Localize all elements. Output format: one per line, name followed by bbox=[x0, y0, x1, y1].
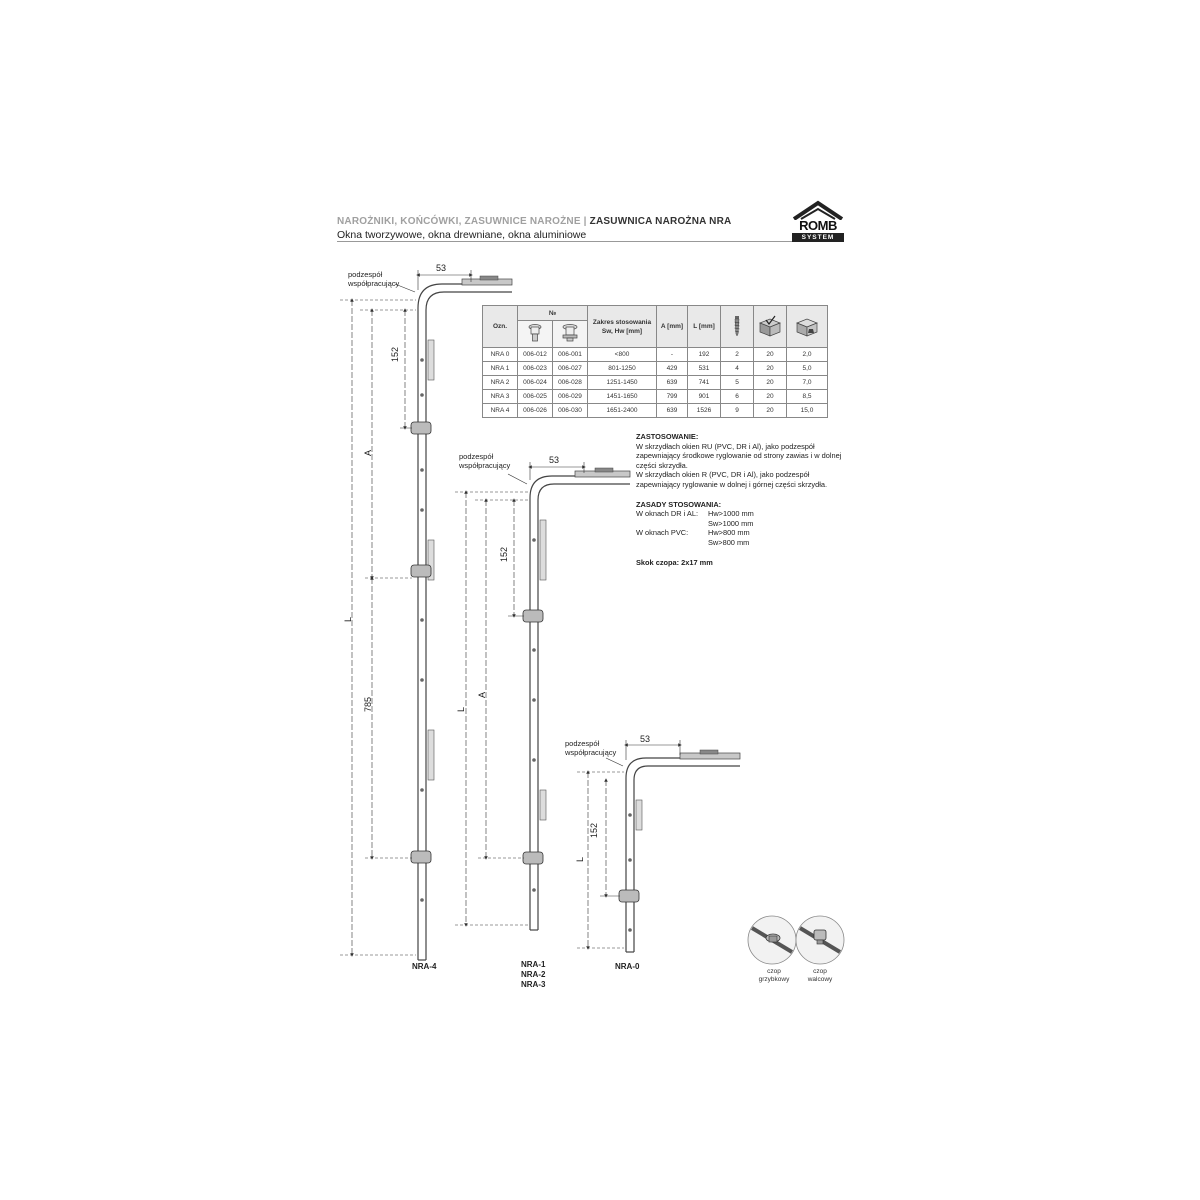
pin-pitch: Skok czopa: 2x17 mm bbox=[636, 557, 713, 567]
screw-icon bbox=[734, 315, 740, 337]
nra4-cooperating-1: podzespół bbox=[348, 270, 383, 279]
rule-pvc: W oknach PVC: Hw>800 mm Sw>800 mm bbox=[636, 528, 846, 547]
logo-word: ROMB bbox=[799, 218, 837, 233]
drawing-nra123 bbox=[455, 462, 631, 931]
col-range: Zakres stosowania Sw, Hw [mm] bbox=[587, 305, 657, 348]
rule-pvc-label: W oknach PVC: bbox=[636, 528, 689, 538]
model-nra0: NRA-0 bbox=[615, 962, 640, 971]
application-p1: W skrzydłach okien RU (PVC, DR i Al), ja… bbox=[636, 441, 842, 470]
cell-pack: 20 bbox=[753, 403, 787, 418]
roller-pin-caption-2: walcowy bbox=[807, 976, 833, 983]
nra0-dim-53: 53 bbox=[640, 734, 651, 744]
mushroom-pin-caption-2: grzybkowy bbox=[758, 976, 790, 983]
cell-weight: 15,0 bbox=[786, 403, 828, 418]
nra4-dim-a: A bbox=[363, 449, 373, 456]
nra0-cooperating-label: podzespół współpracujący bbox=[565, 739, 616, 757]
rule-pvc-hw: Hw>800 mm bbox=[708, 528, 750, 538]
drawing-nra0 bbox=[577, 740, 741, 953]
pin-types bbox=[747, 915, 845, 965]
roller-pin-caption-1: czop bbox=[813, 968, 827, 975]
nra123-dim-a: A bbox=[477, 691, 487, 698]
table-header-row: Ozn. № Zakres stosowania Sw, Hw [mm] A [… bbox=[482, 305, 828, 348]
weight-col bbox=[786, 305, 828, 348]
roller-pin-caption: czop walcowy bbox=[798, 968, 842, 984]
rule-dr-al-sw: Sw>1000 mm bbox=[708, 518, 754, 528]
nra4-cooperating-2: współpracujący bbox=[348, 279, 400, 288]
nra123-cooperating-label: podzespół współpracujący bbox=[459, 452, 510, 470]
nra0-dim-l: L bbox=[575, 856, 585, 862]
table-subheader-row bbox=[483, 320, 828, 348]
model-nra3: NRA-3 bbox=[521, 980, 546, 989]
rule-dr-al-hw: Hw>1000 mm bbox=[708, 509, 754, 519]
rule-dr-al-label: W oknach DR i AL: bbox=[636, 509, 699, 519]
model-nra4: NRA-4 bbox=[412, 962, 437, 971]
weight-box-icon bbox=[796, 318, 818, 337]
rule-dr-al: W oknach DR i AL: Hw>1000 mm Sw>1000 mm bbox=[636, 509, 846, 528]
header-divider bbox=[337, 241, 840, 242]
romb-system-logo: ROMB SYSTEM bbox=[790, 200, 846, 246]
model-nra2: NRA-2 bbox=[521, 970, 546, 979]
category-label: NAROŻNIKI, KOŃCÓWKI, ZASUWNICE NAROŻNE | bbox=[337, 216, 587, 227]
mushroom-pin-caption-1: czop bbox=[767, 968, 781, 975]
nra123-dim-152: 152 bbox=[499, 546, 509, 562]
nra123-cooperating-2: współpracujący bbox=[459, 461, 511, 470]
nra0-dim-152: 152 bbox=[589, 822, 599, 838]
nra123-dim-l: L bbox=[456, 706, 466, 712]
col-ozn: Ozn. bbox=[482, 305, 518, 348]
nra123-cooperating-1: podzespół bbox=[459, 452, 494, 461]
subtitle: Okna tworzywowe, okna drewniane, okna al… bbox=[337, 229, 587, 241]
col-nr: № bbox=[517, 305, 588, 321]
model-nra1: NRA-1 bbox=[521, 960, 546, 969]
nra123-dim-53: 53 bbox=[549, 455, 560, 465]
category-title: NAROŻNIKI, KOŃCÓWKI, ZASUWNICE NAROŻNE |… bbox=[337, 216, 731, 227]
col-a: A [mm] bbox=[656, 305, 688, 348]
rule-pvc-values: Hw>800 mm Sw>800 mm bbox=[708, 528, 750, 547]
roof-icon bbox=[792, 200, 844, 221]
model-nra123: NRA-1 NRA-2 NRA-3 bbox=[521, 960, 545, 990]
rules-title: ZASADY STOSOWANIA: bbox=[636, 499, 722, 509]
nra0-cooperating-2: współpracujący bbox=[565, 748, 617, 757]
mushroom-pin-col bbox=[517, 320, 553, 348]
rule-dr-al-values: Hw>1000 mm Sw>1000 mm bbox=[708, 509, 754, 528]
cell-ozn: NRA 4 bbox=[482, 403, 518, 418]
nra4-dim-53: 53 bbox=[436, 263, 447, 273]
rule-pvc-sw: Sw>800 mm bbox=[708, 537, 750, 547]
application-title: ZASTOSOWANIE: bbox=[636, 432, 699, 441]
application-text: ZASTOSOWANIE: W skrzydłach okien RU (PVC… bbox=[636, 432, 846, 567]
mushroom-pin-icon bbox=[528, 324, 542, 342]
logo-system: SYSTEM bbox=[792, 233, 844, 242]
box-count-col bbox=[753, 305, 787, 348]
product-title: ZASUWNICA NAROŻNA NRA bbox=[589, 216, 732, 227]
spec-table: Ozn. № Zakres stosowania Sw, Hw [mm] A [… bbox=[482, 305, 828, 418]
nra4-dim-785: 785 bbox=[363, 696, 373, 712]
drawing-nra4 bbox=[340, 270, 513, 961]
nra4-dim-l: L bbox=[343, 616, 353, 622]
nra4-cooperating-label: podzespół współpracujący bbox=[348, 270, 399, 288]
box-count-icon bbox=[759, 315, 781, 337]
nra0-cooperating-1: podzespół bbox=[565, 739, 600, 748]
roller-pin-icon bbox=[562, 324, 578, 342]
cell-range: 1651-2400 bbox=[587, 403, 657, 418]
nra4-dim-152: 152 bbox=[390, 346, 400, 362]
mushroom-pin-caption: czop grzybkowy bbox=[752, 968, 796, 984]
application-p2: W skrzydłach okien R (PVC, DR i Al), jak… bbox=[636, 470, 828, 489]
